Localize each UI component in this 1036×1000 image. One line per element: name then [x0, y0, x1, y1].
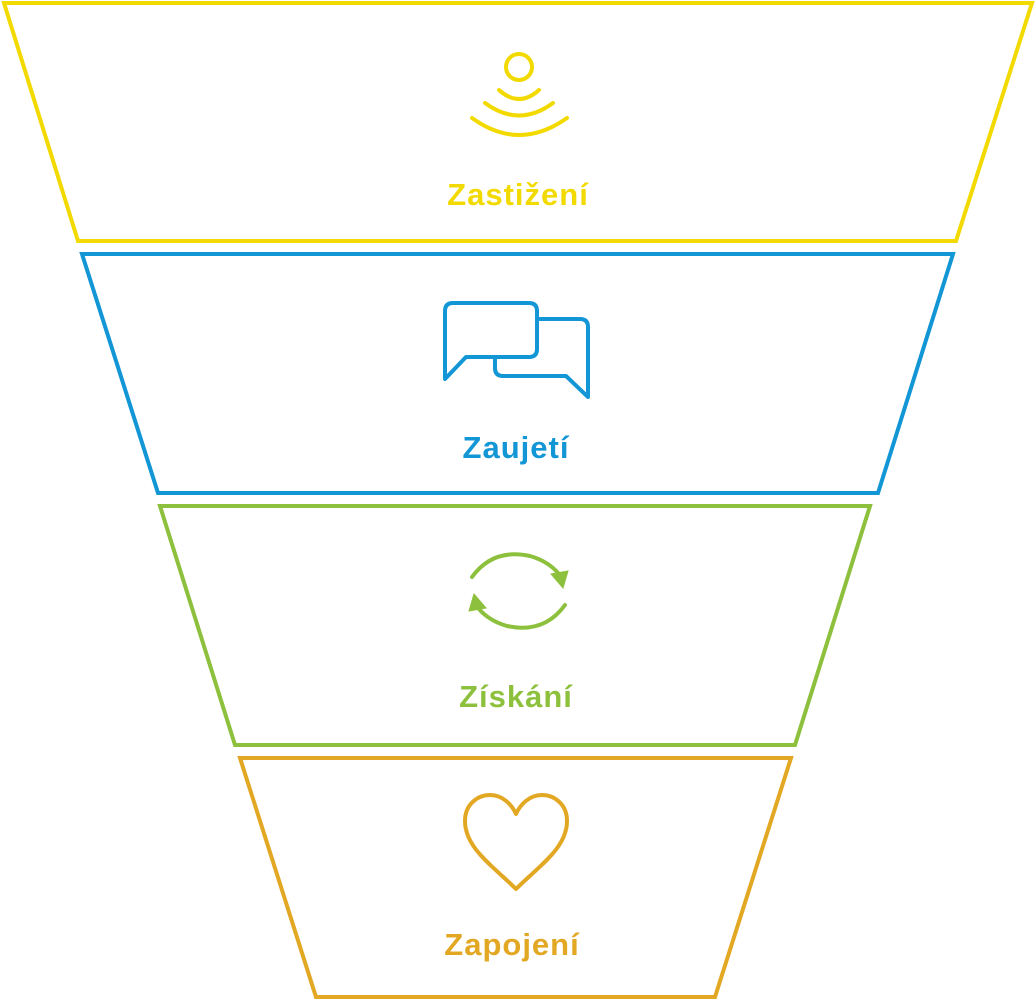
funnel-stage-engage: Zaujetí [79, 252, 956, 495]
funnel-stage-retain: Zapojení [237, 756, 794, 999]
arrow-head [468, 592, 487, 612]
arrow-head [550, 570, 569, 590]
stage-label: Získání [459, 679, 573, 714]
stage-label: Zapojení [444, 927, 580, 962]
stage-label: Zastižení [447, 177, 589, 212]
chat-bubbles-icon [443, 301, 590, 399]
stage-outline [157, 504, 873, 747]
signal-broadcast-icon [470, 52, 569, 137]
stage-outline [1, 0, 1035, 243]
stage-outline [237, 756, 794, 999]
funnel-stage-reach: Zastižení [1, 0, 1035, 243]
stage-outline [79, 252, 956, 495]
refresh-arrows-icon [468, 552, 569, 630]
heart-icon [463, 793, 569, 891]
stage-label: Zaujetí [463, 430, 570, 465]
funnel-stage-acquire: Získání [157, 504, 873, 747]
